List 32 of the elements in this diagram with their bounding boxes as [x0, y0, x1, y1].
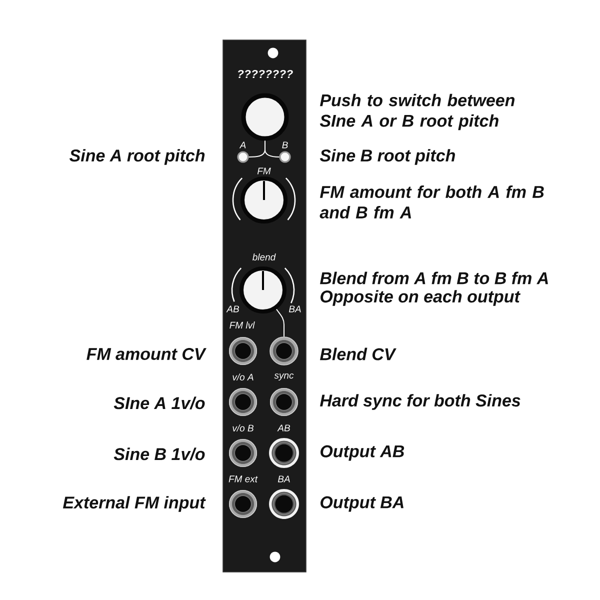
panel-label: B: [282, 142, 288, 148]
panel-label: blend: [252, 254, 276, 260]
led: [279, 151, 291, 163]
led: [237, 151, 249, 163]
panel-label: FM lvl: [230, 322, 255, 328]
connector-line: [276, 308, 284, 338]
connector-line: [264, 140, 280, 158]
callout-text: Output AB: [320, 445, 404, 461]
panel-label: FM: [257, 168, 271, 174]
panel-label: v/o A: [232, 374, 254, 380]
panel-label: A: [239, 142, 246, 148]
callout-text: Opposite on each output: [320, 290, 520, 306]
panel-label: AB: [277, 424, 290, 432]
callout-text: Push to switch between SIne A or B root pitch: [320, 94, 514, 130]
callout-text: Sine A root pitch: [70, 149, 205, 165]
callout-text: Sine B 1v/o: [114, 448, 205, 460]
panel-label: v/o B: [232, 424, 254, 432]
panel-label: BA: [288, 306, 301, 312]
callout-text: Output BA: [320, 496, 404, 512]
jack-socket: [270, 336, 298, 366]
panel-label: BA: [278, 476, 290, 482]
callout-text: FM amount for both A fm B and B fm A: [320, 186, 544, 218]
module-name: ????????: [238, 70, 293, 78]
callout-text: SIne A 1v/o: [114, 396, 205, 410]
callout-text: Hard sync for both Sines: [320, 394, 520, 410]
callout-text: Blend from A fm B to B fm A: [320, 272, 548, 284]
callout-text: External FM input: [62, 496, 206, 512]
panel-label: AB: [226, 306, 239, 312]
panel-label: FM ext: [228, 476, 258, 482]
callout-text: Sine B root pitch: [320, 149, 455, 165]
callout-text: FM amount CV: [86, 348, 206, 360]
callout-text: Blend CV: [320, 348, 396, 360]
